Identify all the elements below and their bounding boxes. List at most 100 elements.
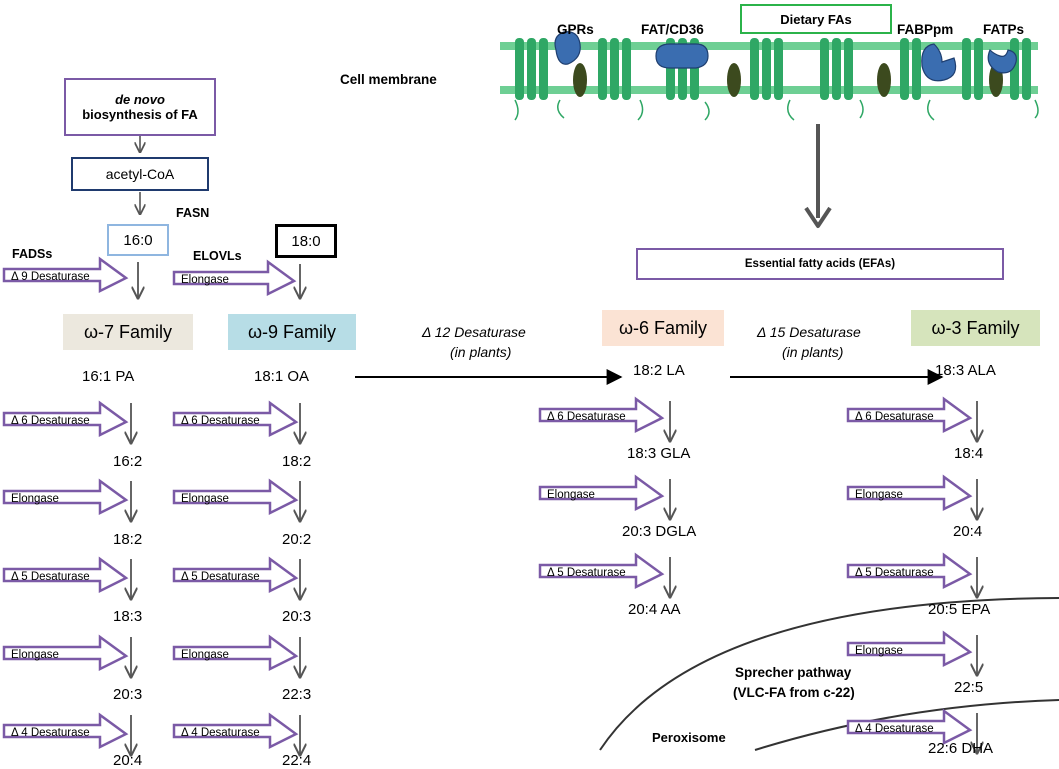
w3-d5-desaturase-arrow xyxy=(846,552,973,590)
de-novo-subtitle: biosynthesis of FA xyxy=(82,107,198,122)
w6-node-3: 20:4 AA xyxy=(628,601,681,618)
w3-d6-desaturase-label: Δ 6 Desaturase xyxy=(855,411,934,423)
sprecher-pathway-sub: (VLC-FA from c-22) xyxy=(733,685,855,700)
w7-node-2: 18:2 xyxy=(113,531,143,548)
w9-node-4: 22:3 xyxy=(282,686,312,703)
c18-0-label: 18:0 xyxy=(291,232,321,250)
w6-d6-desaturase-label: Δ 6 Desaturase xyxy=(547,411,626,423)
w9-d4-desaturase-label: Δ 4 Desaturase xyxy=(181,727,260,739)
w9-elongase-arrow xyxy=(172,478,299,516)
dietary-fas-box: Dietary FAs xyxy=(740,4,892,34)
w3-d4-desaturase-label: Δ 4 Desaturase xyxy=(855,723,934,735)
w7-elongase-2-label: Elongase xyxy=(11,649,59,661)
acetyl-coa-box: acetyl-CoA xyxy=(71,157,209,191)
w7-node-3: 18:3 xyxy=(113,608,143,625)
fadss-label: FADSs xyxy=(12,247,53,261)
cell-membrane-graphic xyxy=(500,31,1039,121)
w9-elongase-label: Elongase xyxy=(181,493,229,505)
w9-d5-desaturase-label: Δ 5 Desaturase xyxy=(181,571,260,583)
w3-node-2: 20:4 xyxy=(953,523,983,540)
w7-node-0: 16:1 PA xyxy=(82,368,135,385)
w9-node-5: 22:4 xyxy=(282,752,312,769)
w3-node-3: 20:5 EPA xyxy=(928,601,991,618)
fatps-protein-icon xyxy=(987,48,1017,74)
gprs-label: GPRs xyxy=(557,22,594,37)
w6-d5-desaturase-label: Δ 5 Desaturase xyxy=(547,567,626,579)
w7-node-4: 20:3 xyxy=(113,686,143,703)
w6-elongase-label: Elongase xyxy=(547,489,595,501)
sprecher-pathway-label: Sprecher pathway xyxy=(735,665,852,680)
w3-elongase-2-label: Elongase xyxy=(855,645,903,657)
w3-elongase-2-arrow xyxy=(846,630,973,668)
w3-d4-desaturase-arrow xyxy=(846,708,973,746)
w9-elongase-2-label: Elongase xyxy=(181,649,229,661)
w3-node-0: 18:3 ALA xyxy=(935,362,996,379)
w3-node-4: 22:5 xyxy=(954,679,984,696)
fatps-label: FATPs xyxy=(983,22,1025,37)
w9-node-2: 20:2 xyxy=(282,531,312,548)
w7-node-5: 20:4 xyxy=(113,752,143,769)
w6-node-0: 18:2 LA xyxy=(633,362,685,379)
w9-d5-desaturase-arrow xyxy=(172,556,299,594)
w6-node-2: 20:3 DGLA xyxy=(622,523,697,540)
w7-d4-desaturase-arrow xyxy=(2,712,129,750)
w7-d5-desaturase-label: Δ 5 Desaturase xyxy=(11,571,90,583)
d12-desaturase-label: Δ 12 Desaturase xyxy=(422,324,526,340)
w9-d6-desaturase-label: Δ 6 Desaturase xyxy=(181,415,260,427)
fabppm-label: FABPpm xyxy=(897,22,954,37)
c16-0-box: 16:0 xyxy=(107,224,169,256)
w9-elongase-label: Elongase xyxy=(181,274,229,286)
peroxisome-outer-arc xyxy=(599,597,1059,751)
w7-d9-desaturase-label: Δ 9 Desaturase xyxy=(11,271,90,283)
w7-d6-desaturase-label: Δ 6 Desaturase xyxy=(11,415,90,427)
efa-box: Essential fatty acids (EFAs) xyxy=(636,248,1004,280)
cell-membrane-label: Cell membrane xyxy=(340,72,437,87)
peroxisome-inner-arc xyxy=(754,699,1059,751)
de-novo-title: de novo xyxy=(115,92,165,107)
w7-d5-desaturase-arrow xyxy=(2,556,129,594)
de-novo-box: de novo biosynthesis of FA xyxy=(64,78,216,136)
c16-0-label: 16:0 xyxy=(123,231,153,249)
peroxisome-label: Peroxisome xyxy=(652,730,726,745)
omega-3-family-box: ω-3 Family xyxy=(911,310,1040,346)
d15-in-plants-label: (in plants) xyxy=(782,344,844,360)
efa-label: Essential fatty acids (EFAs) xyxy=(744,258,896,270)
w7-d9-desaturase-arrow xyxy=(2,256,129,294)
c18-0-box: 18:0 xyxy=(275,224,337,258)
w3-node-5: 22:6 DHA xyxy=(928,740,994,757)
w9-d6-desaturase-arrow xyxy=(172,400,299,438)
omega-6-family-box: ω-6 Family xyxy=(602,310,724,346)
w3-elongase-arrow xyxy=(846,474,973,512)
omega-9-family-box: ω-9 Family xyxy=(228,314,356,350)
w3-elongase-label: Elongase xyxy=(855,489,903,501)
elovls-label: ELOVLs xyxy=(193,249,242,263)
acetyl-coa-label: acetyl-CoA xyxy=(105,166,175,182)
w7-d4-desaturase-label: Δ 4 Desaturase xyxy=(11,727,90,739)
w9-d4-desaturase-arrow xyxy=(172,712,299,750)
w9-node-3: 20:3 xyxy=(282,608,312,625)
w7-node-1: 16:2 xyxy=(113,453,143,470)
w9-node-1: 18:2 xyxy=(282,453,312,470)
omega-7-family-box: ω-7 Family xyxy=(63,314,193,350)
w7-elongase-label: Elongase xyxy=(11,493,59,505)
w9-node-0: 18:1 OA xyxy=(254,368,310,385)
fat-cd36-protein-icon xyxy=(655,43,709,69)
w3-d6-desaturase-arrow xyxy=(846,396,973,434)
fasn-label: FASN xyxy=(176,206,210,220)
w6-d6-desaturase-arrow xyxy=(538,396,665,434)
w6-node-1: 18:3 GLA xyxy=(627,445,691,462)
w3-node-1: 18:4 xyxy=(954,445,984,462)
w7-elongase-arrow xyxy=(2,478,129,516)
w6-elongase-arrow xyxy=(538,474,665,512)
w9-elongase-arrow xyxy=(172,259,297,297)
gpr-protein-icon xyxy=(554,31,581,65)
w7-d6-desaturase-arrow xyxy=(2,400,129,438)
w3-d5-desaturase-label: Δ 5 Desaturase xyxy=(855,567,934,579)
fabppm-protein-icon xyxy=(921,43,957,82)
d12-in-plants-label: (in plants) xyxy=(450,344,512,360)
w7-elongase-2-arrow xyxy=(2,634,129,672)
w6-d5-desaturase-arrow xyxy=(538,552,665,590)
dietary-fas-label: Dietary FAs xyxy=(780,11,852,27)
fat-cd36-label: FAT/CD36 xyxy=(641,22,704,37)
